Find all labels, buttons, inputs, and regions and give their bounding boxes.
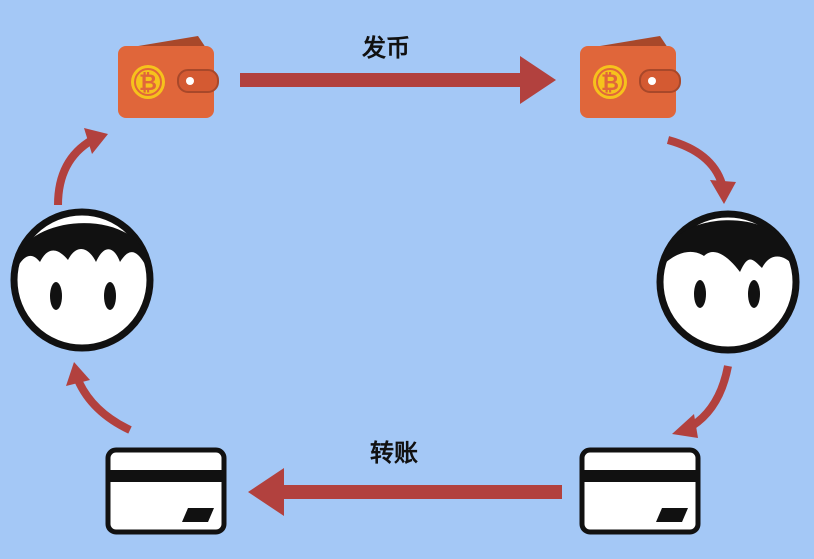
bank-card-icon [582, 450, 698, 532]
bank-card-icon [108, 450, 224, 532]
transfer-label: 转账 [370, 439, 418, 467]
curved-arrow-left-upper [54, 128, 108, 206]
curved-arrow-right-lower [672, 365, 732, 438]
bitcoin-wallet-icon [117, 35, 219, 119]
curved-arrow-right-upper [666, 136, 736, 204]
person-face-icon [656, 210, 800, 354]
issue-label: 发币 [362, 34, 410, 62]
issue-arrow [240, 56, 556, 104]
person-face-icon [10, 208, 154, 352]
curved-arrow-left-lower [66, 362, 132, 434]
transfer-arrow [248, 468, 562, 516]
bitcoin-wallet-icon [579, 35, 681, 119]
